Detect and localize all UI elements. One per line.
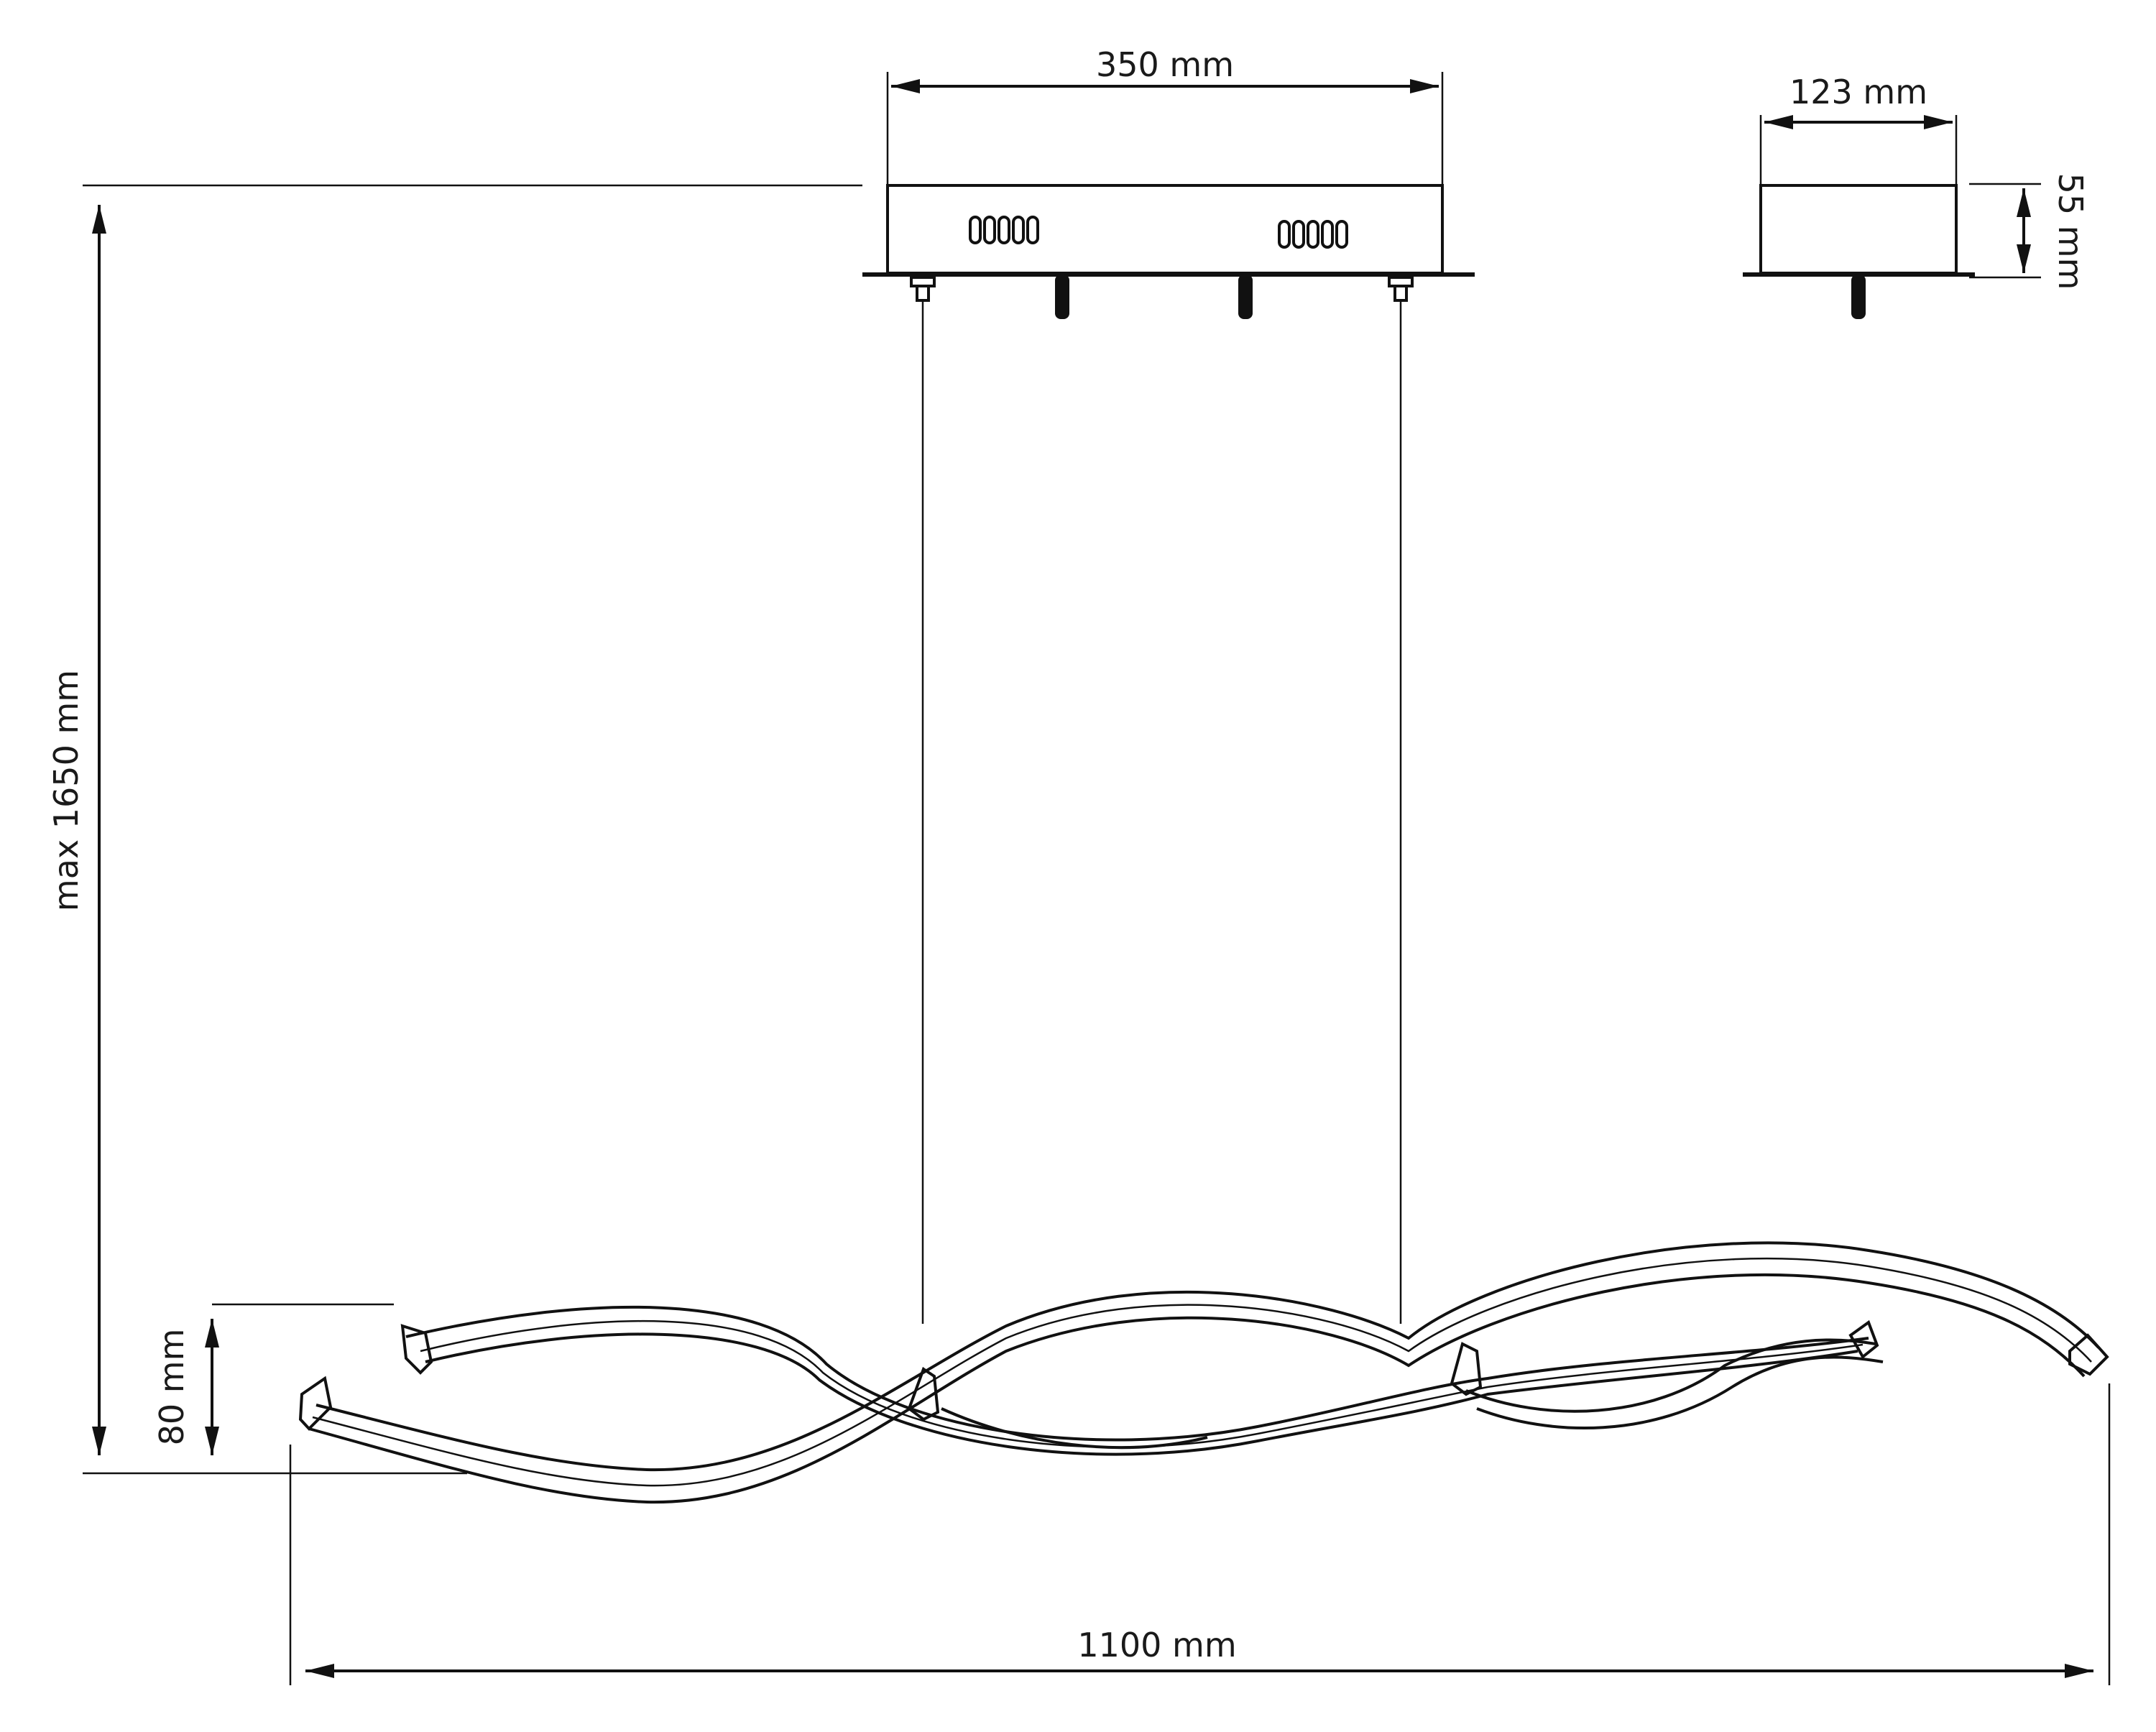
suspension-cables	[921, 300, 1402, 1324]
vent-slots-left	[969, 216, 1039, 244]
cable-grippers	[910, 276, 1414, 302]
dimension-canopy-depth: 123 mm	[1759, 73, 1958, 185]
label-55-mm: 55 mm	[2051, 173, 2090, 290]
dimension-max-height: max 1650 mm	[47, 184, 862, 1475]
canopy-front-view	[862, 184, 1475, 319]
vent-slots-right	[1278, 220, 1348, 249]
dimension-canopy-height: 55 mm	[1969, 173, 2090, 290]
label-80-mm: 80 mm	[152, 1329, 191, 1446]
label-123-mm: 123 mm	[1789, 73, 1927, 111]
label-max-1650-mm: max 1650 mm	[47, 670, 86, 911]
dimension-canopy-width: 350 mm	[886, 45, 1444, 185]
canopy-side-view	[1743, 184, 1975, 319]
label-350-mm: 350 mm	[1096, 45, 1234, 84]
dimension-lamp-height: 80 mm	[152, 1303, 394, 1455]
led-spiral-lamp-body	[298, 1241, 2109, 1504]
label-1100-mm: 1100 mm	[1077, 1626, 1236, 1664]
dimension-total-length: 1100 mm	[289, 1383, 2111, 1685]
mounting-screws	[1055, 275, 1253, 319]
